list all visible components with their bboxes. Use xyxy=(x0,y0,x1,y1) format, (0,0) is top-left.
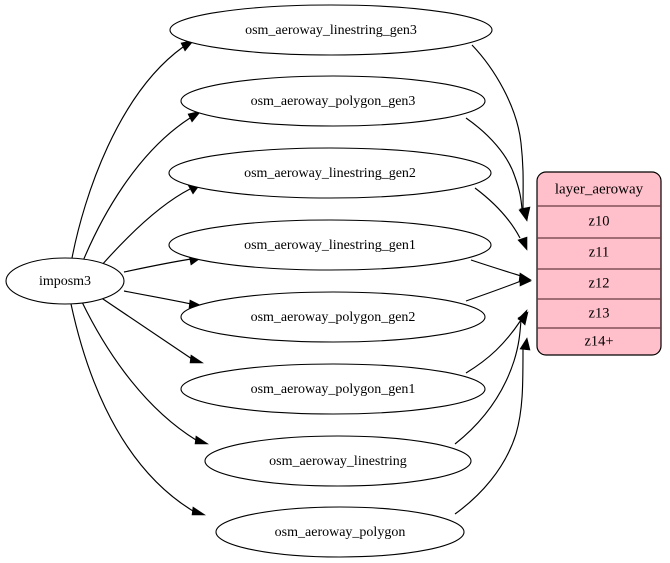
node-label: osm_aeroway_polygon_gen1 xyxy=(251,382,416,397)
arrow-head-polygon-gen1 xyxy=(189,354,204,364)
arrow-head-z14-plus xyxy=(519,337,531,351)
ellipse-shape[interactable] xyxy=(168,219,492,271)
record-title-layer-aeroway: layer_aeroway xyxy=(555,181,644,197)
arrow-head-polygon xyxy=(191,506,206,516)
edge-linestring-gen3-to-z10 xyxy=(471,44,524,210)
node-imposm3[interactable] xyxy=(5,257,125,305)
edge-polygon-gen2-to-z12 xyxy=(465,280,522,302)
edge-imposm3-to-polygon-gen3 xyxy=(82,117,191,262)
edge-polygon-gen1-to-z13 xyxy=(465,319,522,374)
table-node-group: osm_aeroway_linestring_gen3 osm_aeroway_… xyxy=(168,4,493,558)
arrow-head-z13-b xyxy=(517,309,528,324)
node-osm-aeroway-linestring[interactable]: osm_aeroway_linestring xyxy=(204,435,472,487)
edge-polygon-to-z14-plus xyxy=(454,348,524,515)
edge-linestring-gen1-to-z12 xyxy=(470,259,522,277)
node-label: osm_aeroway_polygon xyxy=(275,525,406,540)
edge-polygon-gen3-to-z10 xyxy=(465,117,523,210)
node-osm-aeroway-linestring-gen1[interactable]: osm_aeroway_linestring_gen1 xyxy=(168,219,492,271)
edge-imposm3-to-linestring-gen3 xyxy=(71,46,184,259)
ellipse-shape[interactable] xyxy=(168,147,492,199)
edge-imposm3-to-linestring-gen2 xyxy=(100,188,191,267)
edge-linestring-gen2-to-z11 xyxy=(474,187,521,239)
ellipse-shape[interactable] xyxy=(180,291,486,343)
edge-imposm3-to-polygon xyxy=(70,303,194,512)
node-label: osm_aeroway_linestring_gen2 xyxy=(244,166,416,181)
node-osm-aeroway-linestring-gen2[interactable]: osm_aeroway_linestring_gen2 xyxy=(168,147,492,199)
record-row-z10[interactable]: z10 xyxy=(589,213,610,229)
ellipse-shape[interactable] xyxy=(204,435,472,487)
ellipse-shape[interactable] xyxy=(169,4,493,56)
record-row-z12[interactable]: z12 xyxy=(589,275,610,291)
ellipse-shape[interactable] xyxy=(215,506,465,558)
edge-imposm3-to-polygon-gen2 xyxy=(123,290,192,305)
arrow-head-z10-b xyxy=(518,207,530,222)
arrow-head-linestring xyxy=(194,435,209,445)
node-label: osm_aeroway_polygon_gen2 xyxy=(251,310,416,325)
arrow-head-polygon-gen3 xyxy=(187,110,202,123)
node-osm-aeroway-polygon-gen3[interactable]: osm_aeroway_polygon_gen3 xyxy=(180,75,486,127)
node-label: osm_aeroway_linestring_gen3 xyxy=(245,23,417,38)
node-imposm3-label: imposm3 xyxy=(39,274,91,289)
ellipse-shape[interactable] xyxy=(180,75,486,127)
node-osm-aeroway-polygon-gen2[interactable]: osm_aeroway_polygon_gen2 xyxy=(180,291,486,343)
arrow-head-z12-b xyxy=(519,277,532,287)
layer-aeroway-record-node[interactable]: layer_aeroway z10 z11 z12 z13 z14+ xyxy=(536,171,662,356)
arrow-head-z11 xyxy=(517,236,528,251)
node-label: osm_aeroway_linestring_gen1 xyxy=(244,238,416,253)
ellipse-shape[interactable] xyxy=(180,363,486,415)
node-osm-aeroway-linestring-gen3[interactable]: osm_aeroway_linestring_gen3 xyxy=(169,4,493,56)
record-row-z11[interactable]: z11 xyxy=(589,244,609,260)
node-osm-aeroway-polygon-gen1[interactable]: osm_aeroway_polygon_gen1 xyxy=(180,363,486,415)
node-label: osm_aeroway_linestring xyxy=(269,454,407,469)
edge-imposm3-to-linestring xyxy=(81,301,197,441)
record-background[interactable] xyxy=(536,171,662,356)
edge-imposm3-to-linestring-gen1 xyxy=(123,258,192,273)
edge-group-tables-to-layer xyxy=(454,44,532,515)
record-row-z13[interactable]: z13 xyxy=(589,305,610,321)
record-row-z14-plus[interactable]: z14+ xyxy=(584,333,613,349)
node-osm-aeroway-polygon[interactable]: osm_aeroway_polygon xyxy=(215,506,465,558)
edge-imposm3-to-polygon-gen1 xyxy=(99,296,193,360)
node-label: osm_aeroway_polygon_gen3 xyxy=(251,94,416,109)
edge-linestring-to-z13 xyxy=(454,319,522,445)
source-node-group[interactable]: imposm3 xyxy=(5,257,125,305)
